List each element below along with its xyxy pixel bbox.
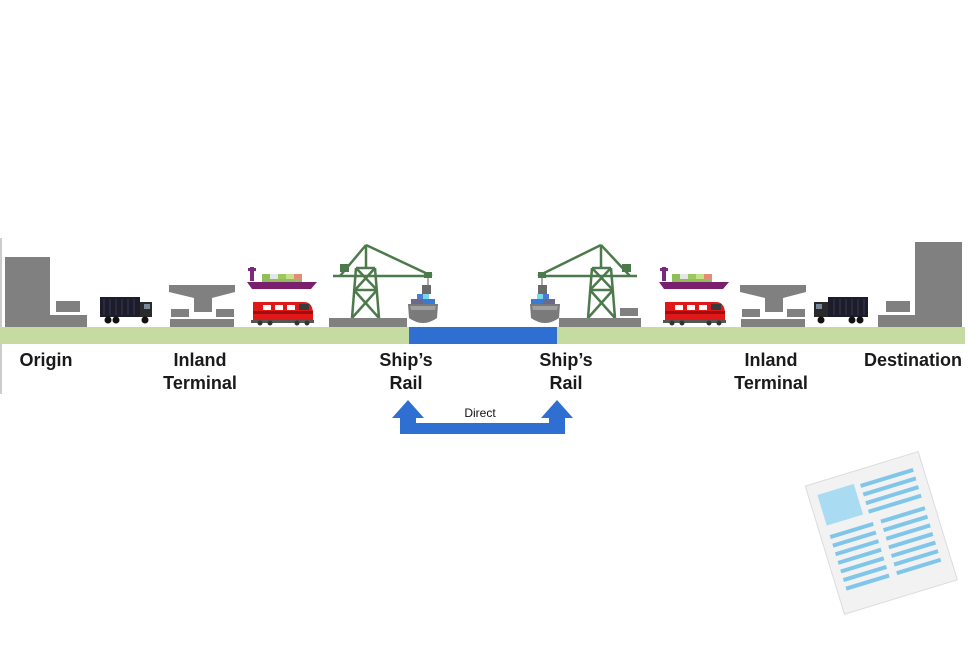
crane-trolley-right — [538, 264, 641, 327]
origin-warehouse-icon — [5, 257, 87, 327]
label-direct: Direct — [464, 406, 496, 420]
label-inland-terminal-right-line2: Terminal — [734, 373, 808, 393]
container-ship-icon-left — [247, 267, 317, 289]
ground-strip-right — [557, 327, 965, 344]
label-ships-rail-left-line1: Ship’s — [379, 350, 432, 370]
label-ships-rail-right-line1: Ship’s — [539, 350, 592, 370]
inland-terminal-icon-left — [169, 285, 235, 327]
crane-trolley-left — [329, 264, 432, 327]
train-icon-left — [251, 302, 314, 326]
container-ship-icon-right — [659, 267, 729, 289]
ship-at-berth-icon-right — [530, 294, 560, 323]
crane-icon-left — [333, 243, 433, 319]
destination-warehouse-icon — [878, 242, 962, 327]
crane-icon-right — [537, 243, 637, 319]
label-destination: Destination — [864, 350, 962, 370]
water-channel — [409, 327, 557, 344]
direct-arrow — [392, 400, 573, 434]
label-inland-terminal-left-line1: Inland — [174, 350, 227, 370]
label-origin: Origin — [20, 350, 73, 370]
label-ships-rail-right-line2: Rail — [549, 373, 582, 393]
ground-strip-left — [0, 327, 409, 344]
truck-icon-left — [100, 297, 152, 324]
train-icon-right — [663, 302, 726, 326]
truck-icon-right — [814, 297, 868, 324]
document-icon — [804, 451, 958, 615]
label-inland-terminal-left-line2: Terminal — [163, 373, 237, 393]
label-ships-rail-left-line2: Rail — [389, 373, 422, 393]
inland-terminal-icon-right — [740, 285, 806, 327]
label-inland-terminal-right-line1: Inland — [745, 350, 798, 370]
ship-at-berth-icon-left — [408, 294, 438, 323]
